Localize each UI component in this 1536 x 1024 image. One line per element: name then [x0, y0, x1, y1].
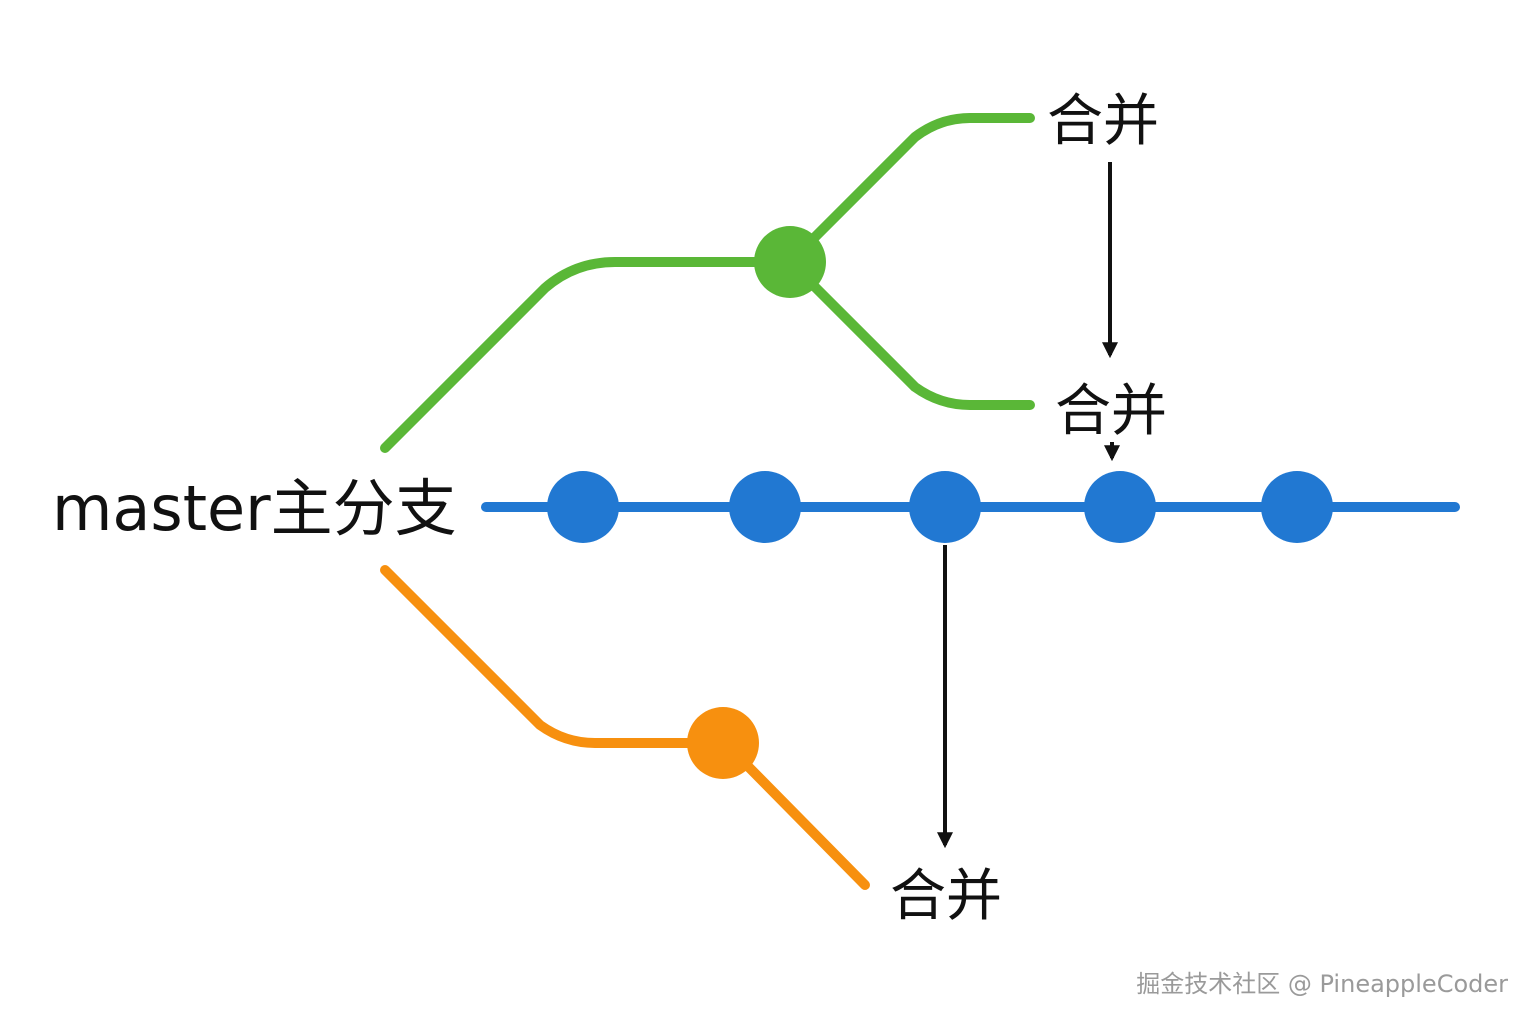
watermark-text: 掘金技术社区 @ PineappleCoder	[1136, 970, 1508, 998]
master-commit-2	[729, 471, 801, 543]
orange-branch-commit	[687, 707, 759, 779]
master-commit-4	[1084, 471, 1156, 543]
merge-label-top: 合并	[1047, 89, 1159, 154]
merge-label-middle: 合并	[1055, 379, 1167, 444]
master-commit-3	[909, 471, 981, 543]
master-commit-1	[547, 471, 619, 543]
merge-label-bottom: 合并	[890, 864, 1002, 929]
green-branch-commit	[754, 226, 826, 298]
green-branch-line	[380, 257, 795, 453]
master-branch-label: master主分支	[52, 472, 457, 545]
green-branch-lower-fork	[785, 257, 1035, 410]
master-commits	[547, 471, 1333, 543]
green-branch-upper-fork	[785, 113, 1035, 267]
master-commit-5	[1261, 471, 1333, 543]
orange-branch-line	[380, 565, 870, 890]
